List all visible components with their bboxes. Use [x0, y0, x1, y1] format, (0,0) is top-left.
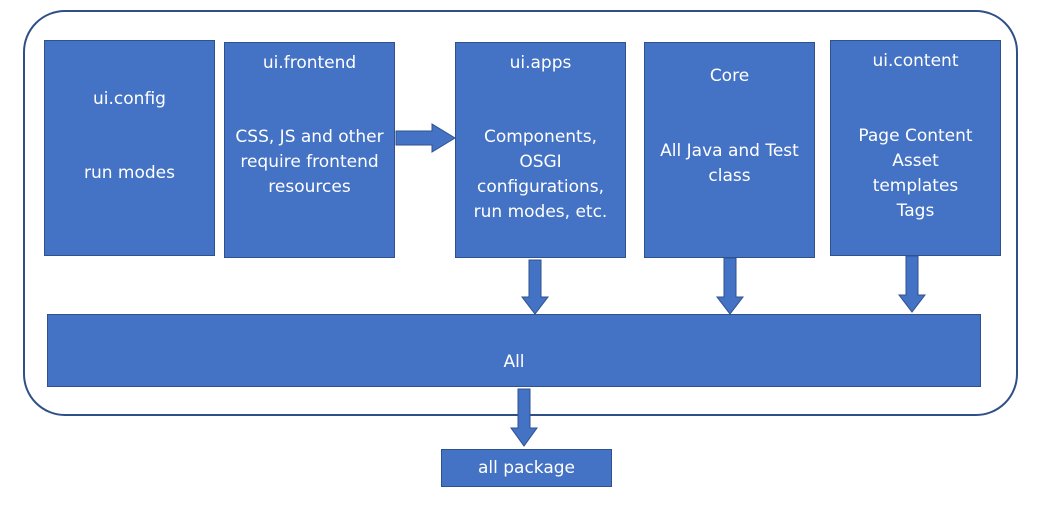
ui-frontend-box: ui.frontend CSS, JS and other require fr…	[224, 42, 395, 258]
ui-content-body: Page Content Asset templates Tags	[831, 124, 1000, 224]
all-title: All	[503, 352, 525, 372]
frontend-to-apps-arrow	[395, 123, 456, 153]
ui-apps-box: ui.apps Components, OSGI configurations,…	[455, 42, 626, 258]
ui-config-title: ui.config	[93, 89, 166, 109]
ui-config-body: run modes	[45, 161, 214, 186]
all-package-title: all package	[477, 458, 576, 478]
ui-apps-body: Components, OSGI configurations, run mod…	[456, 125, 625, 225]
core-title: Core	[709, 66, 750, 86]
ui-frontend-line: CSS, JS and other	[235, 127, 384, 147]
ui-frontend-line: resources	[268, 177, 351, 197]
ui-content-box: ui.content Page Content Asset templates …	[830, 40, 1001, 256]
ui-apps-title: ui.apps	[509, 53, 572, 73]
core-box: Core All Java and Test class	[644, 42, 815, 258]
all-package-box: all package	[441, 449, 612, 487]
ui-apps-line: OSGI	[519, 152, 562, 172]
core-body: All Java and Test class	[645, 139, 814, 189]
ui-frontend-body: CSS, JS and other require frontend resou…	[225, 125, 394, 200]
core-line: All Java and Test	[660, 141, 799, 161]
ui-content-line: Asset	[892, 151, 939, 171]
ui-content-line: Page Content	[858, 126, 973, 146]
core-to-all-arrow	[715, 257, 745, 315]
ui-config-line: run modes	[83, 163, 175, 183]
ui-content-line: templates	[872, 176, 959, 196]
core-line: class	[708, 166, 751, 186]
all-to-package-arrow	[510, 388, 538, 447]
apps-to-all-arrow	[520, 259, 550, 315]
ui-config-box: ui.config run modes	[44, 40, 215, 256]
content-to-all-arrow	[897, 255, 927, 313]
ui-frontend-line: require frontend	[240, 152, 379, 172]
ui-apps-line: run modes, etc.	[473, 202, 608, 222]
ui-apps-line: configurations,	[476, 177, 605, 197]
ui-content-line: Tags	[896, 201, 935, 221]
all-box: All	[47, 314, 981, 387]
ui-apps-line: Components,	[484, 127, 597, 147]
ui-frontend-title: ui.frontend	[262, 53, 357, 73]
ui-content-title: ui.content	[872, 51, 959, 71]
